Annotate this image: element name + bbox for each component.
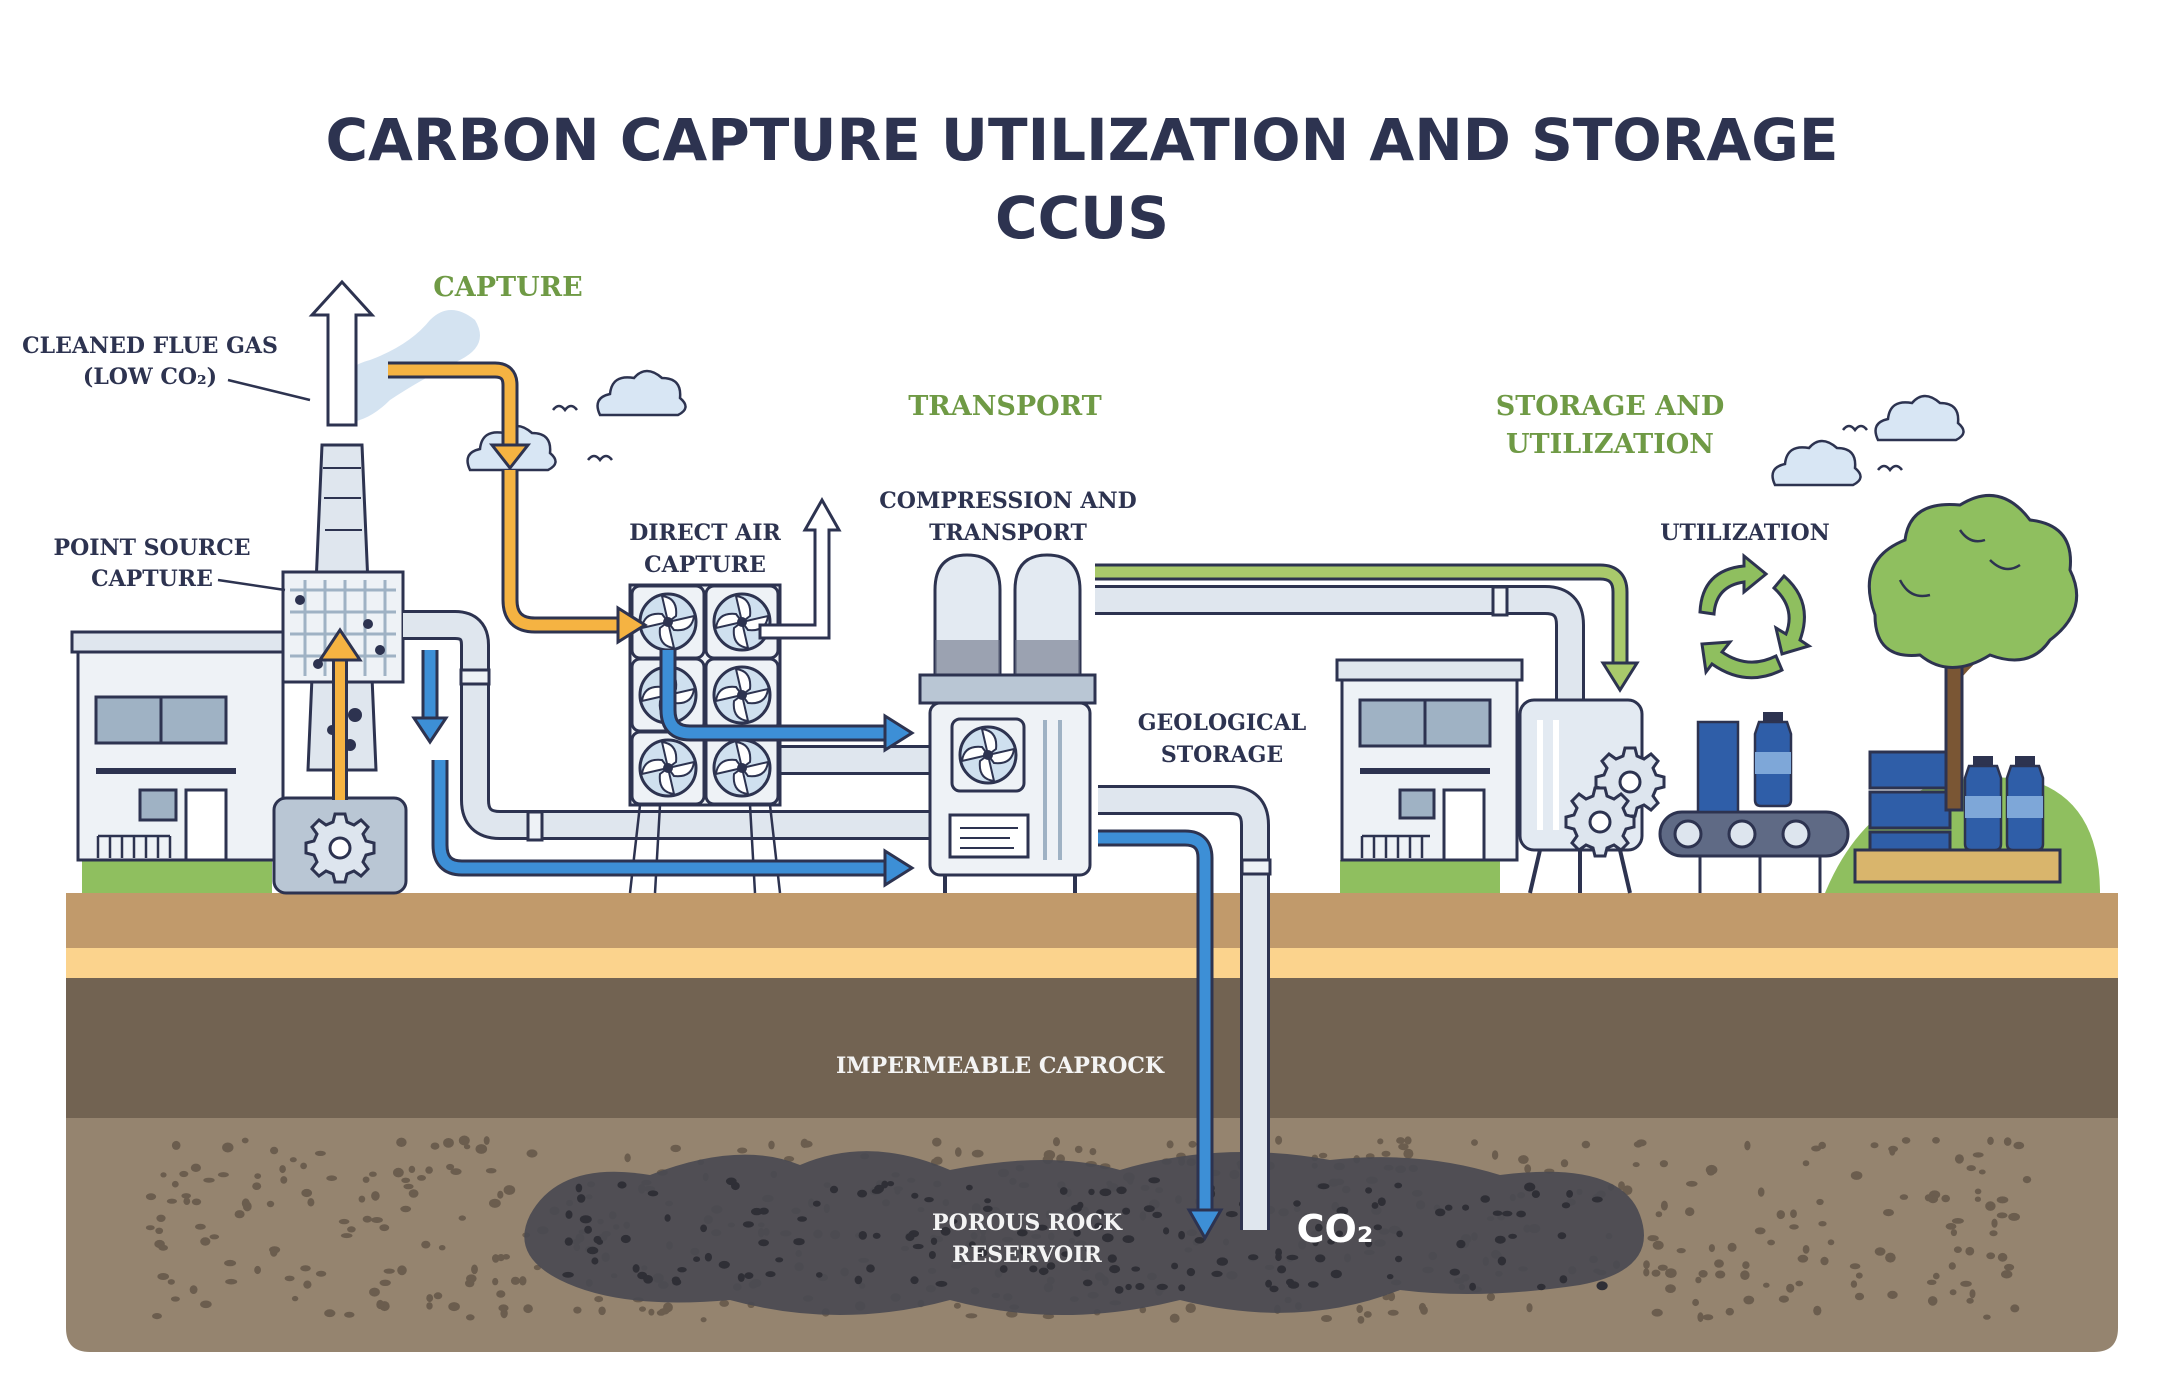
- direct-air-capture-unit: [628, 496, 842, 894]
- grass-right: [1340, 860, 1500, 893]
- label-utilization: UTILIZATION: [1660, 520, 1829, 546]
- product-box: [1696, 720, 1740, 814]
- arrow-icon: [758, 496, 842, 640]
- grass-left: [82, 860, 272, 893]
- solar-panel-icon: [1853, 750, 2062, 884]
- label-flue-gas-line2: (LOW CO₂): [83, 364, 217, 390]
- arrow-icon: [616, 605, 648, 645]
- bird-icon: [551, 404, 579, 412]
- page-title: CARBON CAPTURE UTILIZATION AND STORAGE: [325, 106, 1838, 174]
- topsoil-layer: [66, 893, 2118, 948]
- recycle-icon: [1698, 552, 1813, 680]
- caprock-layer: [66, 978, 2118, 1118]
- cloud-icon: [596, 369, 687, 417]
- pipe-network: [403, 585, 1585, 1230]
- yellow-air-arrow-dac: [504, 470, 625, 631]
- section-transport: TRANSPORT: [908, 391, 1102, 422]
- label-reservoir-line2: RESERVOIR: [952, 1242, 1102, 1268]
- bird-icon: [1841, 424, 1869, 432]
- label-direct-air-line2: CAPTURE: [644, 552, 766, 578]
- conveyor-belt: [1658, 710, 1850, 893]
- bottle-icon: [2005, 754, 2045, 852]
- label-flue-gas-line1: CLEANED FLUE GAS: [22, 333, 278, 359]
- arrow-icon: [317, 627, 363, 662]
- blue-co2-arrow-dac: [662, 650, 890, 739]
- label-reservoir-line1: POROUS ROCK: [932, 1210, 1123, 1236]
- label-point-source-line2: CAPTURE: [91, 566, 213, 592]
- fan-icon: [704, 584, 780, 660]
- arrow-icon: [883, 848, 915, 888]
- arrow-icon: [1600, 661, 1640, 693]
- cloud-icon: [1874, 394, 1965, 442]
- green-transport-arrow: [1095, 566, 1626, 665]
- arrow-icon: [1186, 1208, 1224, 1242]
- section-storage-line1: STORAGE AND: [1496, 391, 1725, 422]
- compression-unit: [918, 553, 1097, 893]
- fan-icon: [950, 717, 1026, 793]
- page-subtitle: CCUS: [995, 184, 1169, 252]
- flue-gas-arrow: [308, 279, 376, 427]
- fan-icon: [704, 730, 780, 806]
- label-direct-air-line1: DIRECT AIR: [629, 520, 781, 546]
- yellow-air-arrow-top: [388, 364, 516, 450]
- leader-line: [217, 578, 286, 592]
- utilization-tank: [1518, 698, 1666, 894]
- leader-line: [227, 378, 311, 402]
- blue-co2-arrow-injection: [1098, 832, 1211, 1215]
- underground-layers: [66, 893, 2118, 1352]
- label-co2: CO₂: [1297, 1207, 1374, 1251]
- gear-icon: [1564, 786, 1636, 858]
- factory-building-left: [70, 630, 289, 862]
- co2-plume: [524, 1151, 1645, 1315]
- label-geological-line1: GEOLOGICAL: [1138, 710, 1306, 736]
- chimney: [272, 310, 480, 895]
- bottle-icon: [1963, 754, 2003, 852]
- label-geological-line2: STORAGE: [1161, 742, 1283, 768]
- label-compression-line2: TRANSPORT: [929, 520, 1087, 546]
- section-storage-line2: UTILIZATION: [1506, 429, 1714, 460]
- factory-building-right: [1335, 658, 1524, 862]
- fan-icon: [630, 730, 706, 806]
- cloud-icon: [1771, 439, 1862, 487]
- arrow-icon: [411, 716, 449, 745]
- arrow-icon: [883, 713, 915, 753]
- sand-layer: [66, 948, 2118, 978]
- blue-co2-arrow-point-source: [434, 760, 890, 874]
- arrow-icon: [488, 443, 532, 471]
- tree-icon: [1867, 493, 2079, 812]
- bird-icon: [586, 454, 614, 462]
- bottle-icon: [1753, 710, 1793, 808]
- label-caprock: IMPERMEABLE CAPROCK: [836, 1053, 1165, 1079]
- label-point-source-line1: POINT SOURCE: [54, 535, 251, 561]
- fan-icon: [704, 657, 780, 733]
- gear-icon: [304, 812, 376, 884]
- section-capture: CAPTURE: [433, 272, 582, 303]
- bird-icon: [1876, 464, 1904, 472]
- label-compression-line1: COMPRESSION AND: [879, 488, 1136, 514]
